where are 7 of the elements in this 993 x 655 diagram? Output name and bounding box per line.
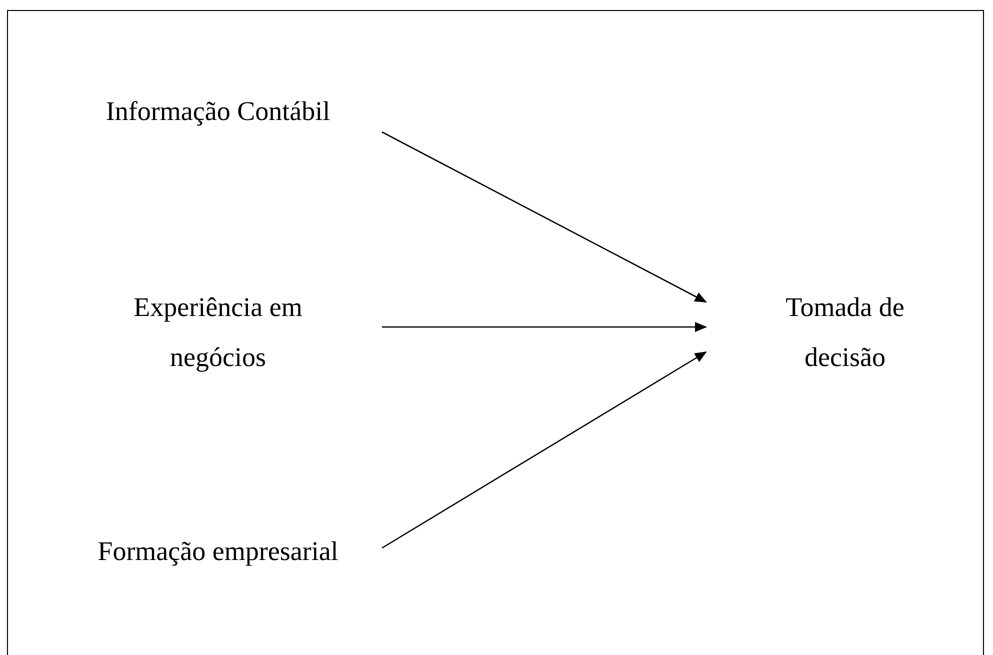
arrow	[382, 131, 707, 303]
node-label: Tomada de decisão	[784, 291, 906, 374]
arrow	[382, 351, 707, 549]
node-label: Experiência em negócios	[132, 291, 304, 374]
node-label: Informação Contábil	[104, 95, 332, 128]
arrow	[382, 322, 707, 332]
node-label: Formação empresarial	[96, 535, 340, 568]
